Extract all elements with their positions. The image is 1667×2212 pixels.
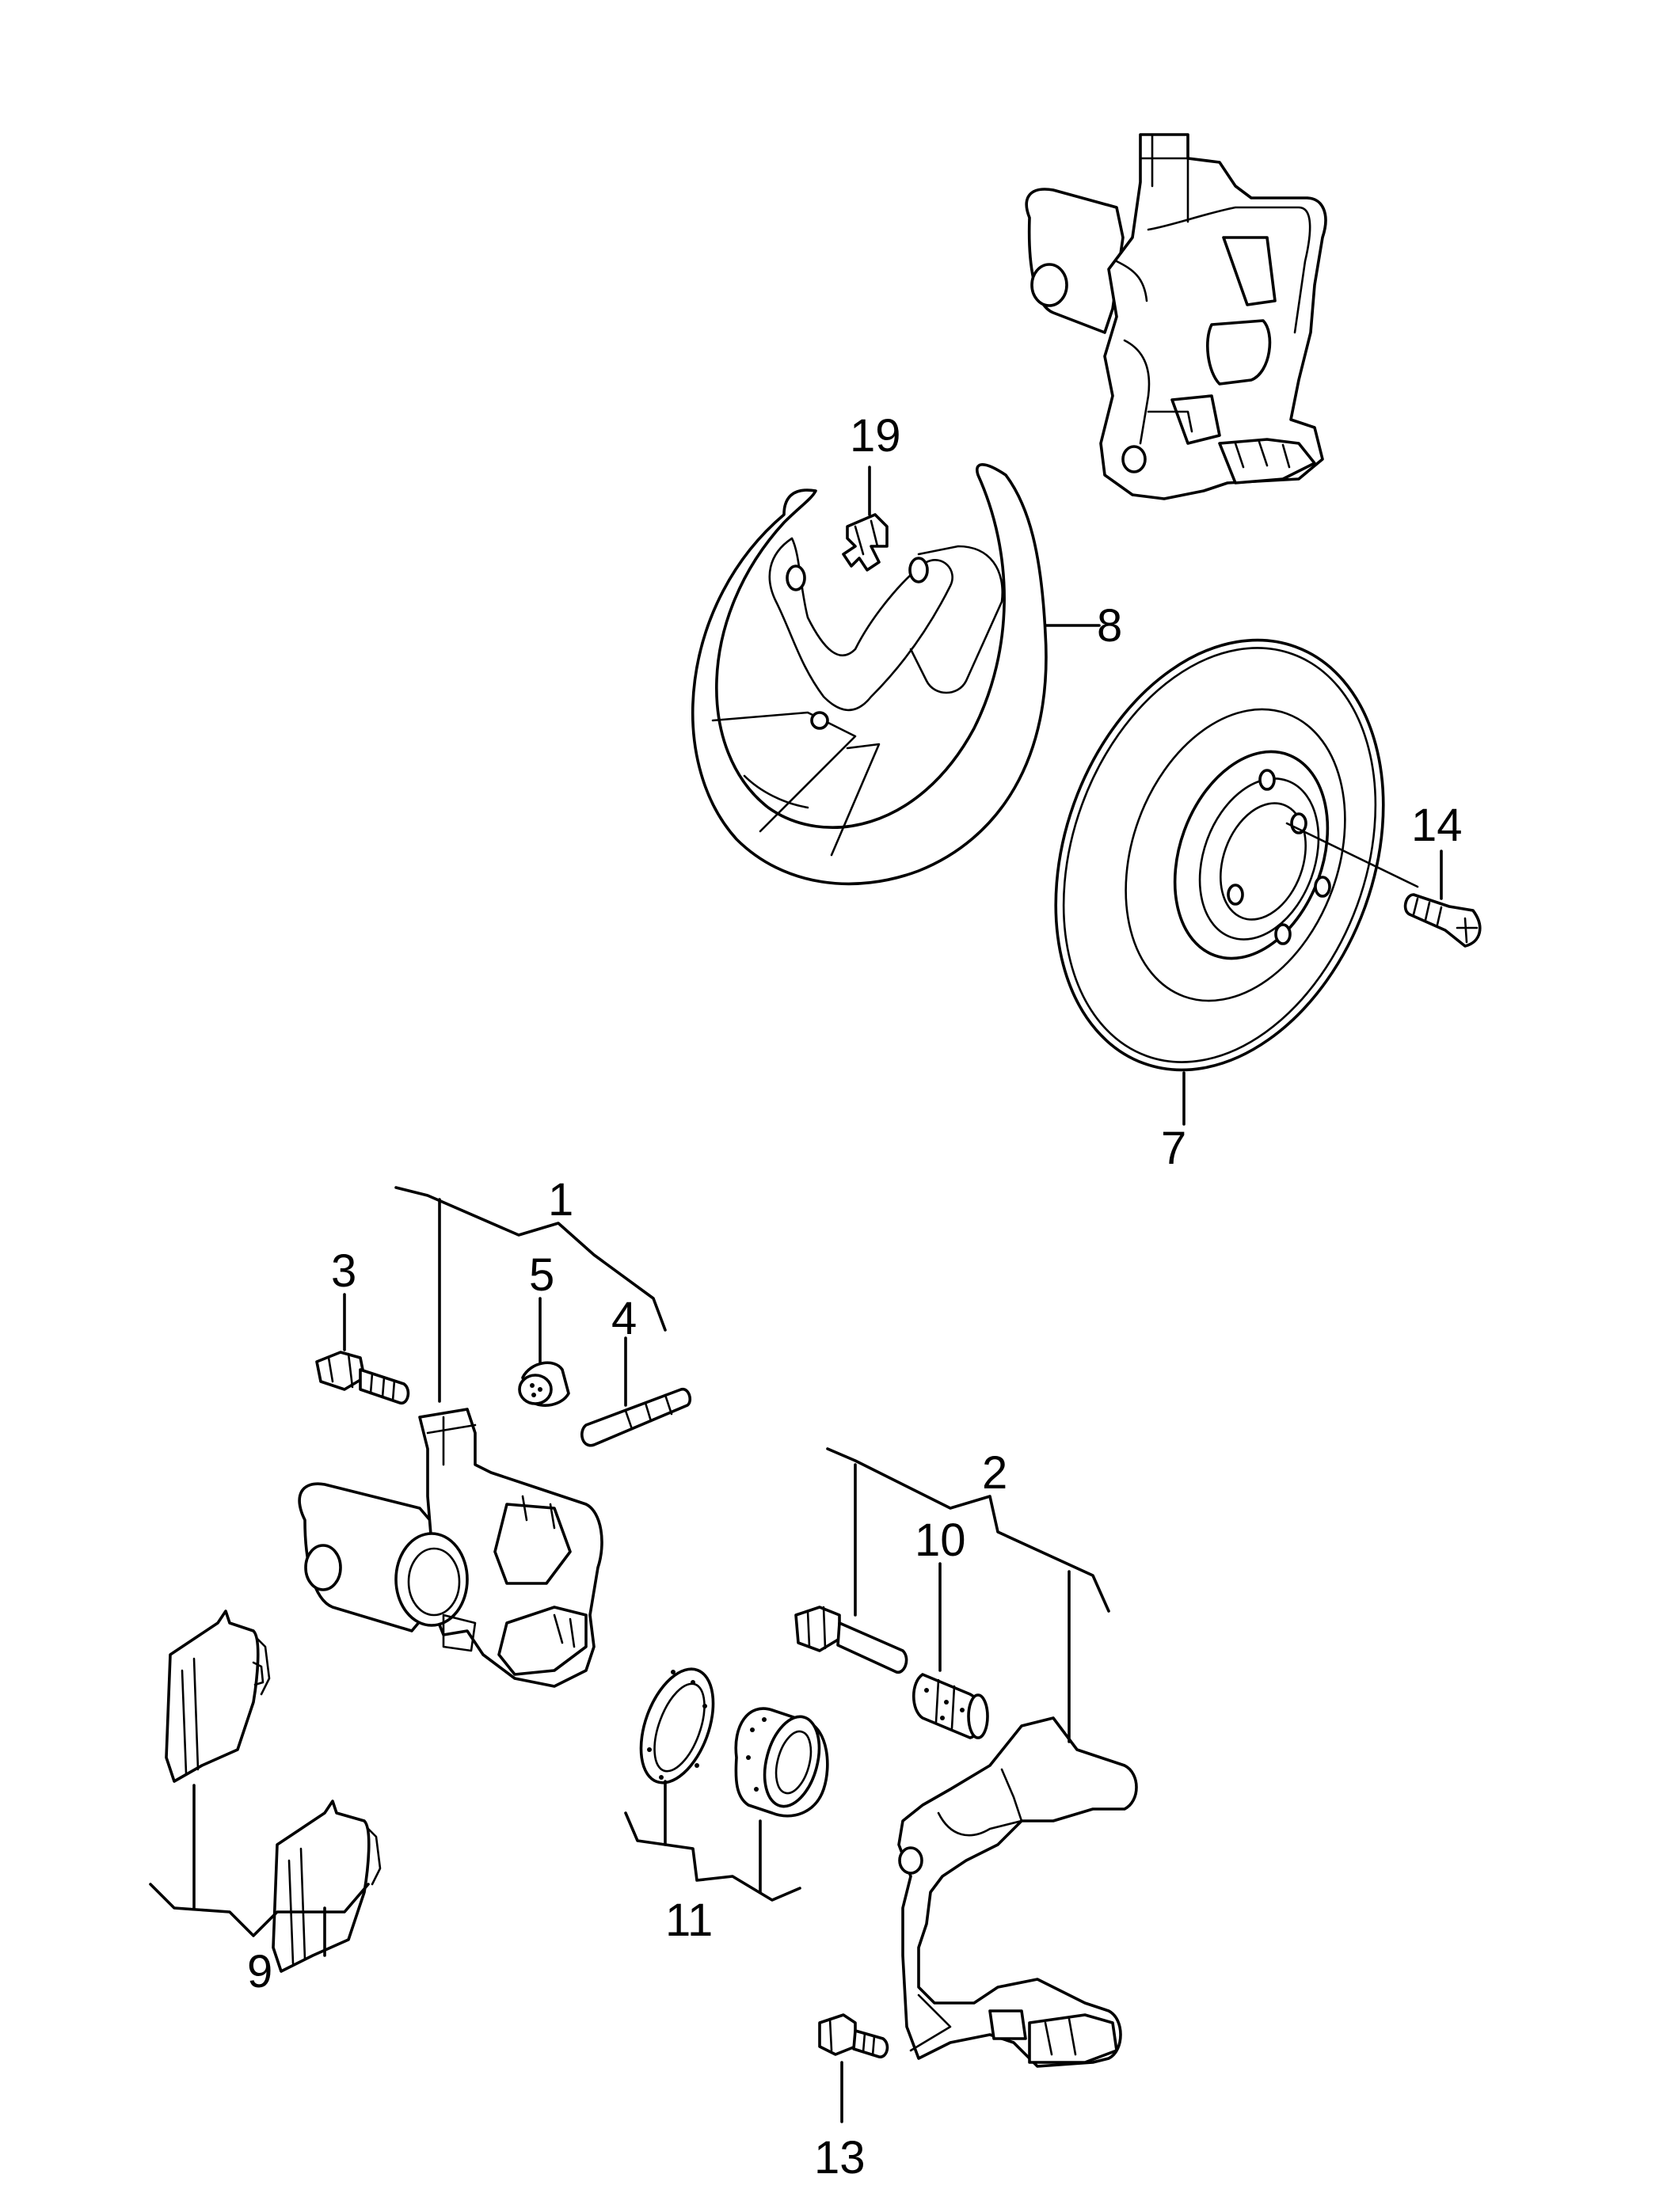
callout-4: 4 bbox=[611, 1293, 637, 1344]
piston bbox=[734, 1707, 829, 1818]
guide-bolt bbox=[794, 1606, 908, 1674]
callout-8: 8 bbox=[1097, 600, 1122, 652]
callout-19: 19 bbox=[850, 410, 901, 462]
callout-7: 7 bbox=[1161, 1123, 1186, 1174]
callout-3: 3 bbox=[331, 1245, 356, 1297]
caliper-assembly-top bbox=[1025, 133, 1327, 500]
brake-pads bbox=[165, 1610, 382, 1973]
guide-pin bbox=[580, 1387, 691, 1447]
callout-labels: 19 8 14 7 1 3 5 4 2 10 11 9 13 bbox=[247, 410, 1463, 2183]
brake-disc bbox=[1054, 638, 1385, 1072]
callout-14: 14 bbox=[1411, 800, 1463, 851]
guide-bushing bbox=[912, 1673, 989, 1739]
callout-1: 1 bbox=[548, 1174, 573, 1226]
hex-bolt bbox=[315, 1351, 410, 1404]
callout-11: 11 bbox=[665, 1895, 713, 1946]
callout-13: 13 bbox=[814, 2132, 866, 2183]
cover-cap bbox=[518, 1361, 570, 1407]
carrier-bolt bbox=[818, 2013, 889, 2058]
callout-5: 5 bbox=[529, 1249, 554, 1301]
clip-part bbox=[842, 513, 889, 572]
leader-lines bbox=[149, 466, 1443, 2123]
splash-plate bbox=[691, 463, 1048, 886]
countersunk-screw bbox=[1285, 822, 1482, 948]
seal-ring bbox=[639, 1667, 715, 1784]
caliper-body bbox=[298, 1408, 603, 1688]
callout-10: 10 bbox=[915, 1515, 966, 1566]
callout-2: 2 bbox=[982, 1447, 1007, 1499]
callout-9: 9 bbox=[247, 1946, 272, 1997]
caliper-carrier bbox=[897, 1716, 1138, 2068]
